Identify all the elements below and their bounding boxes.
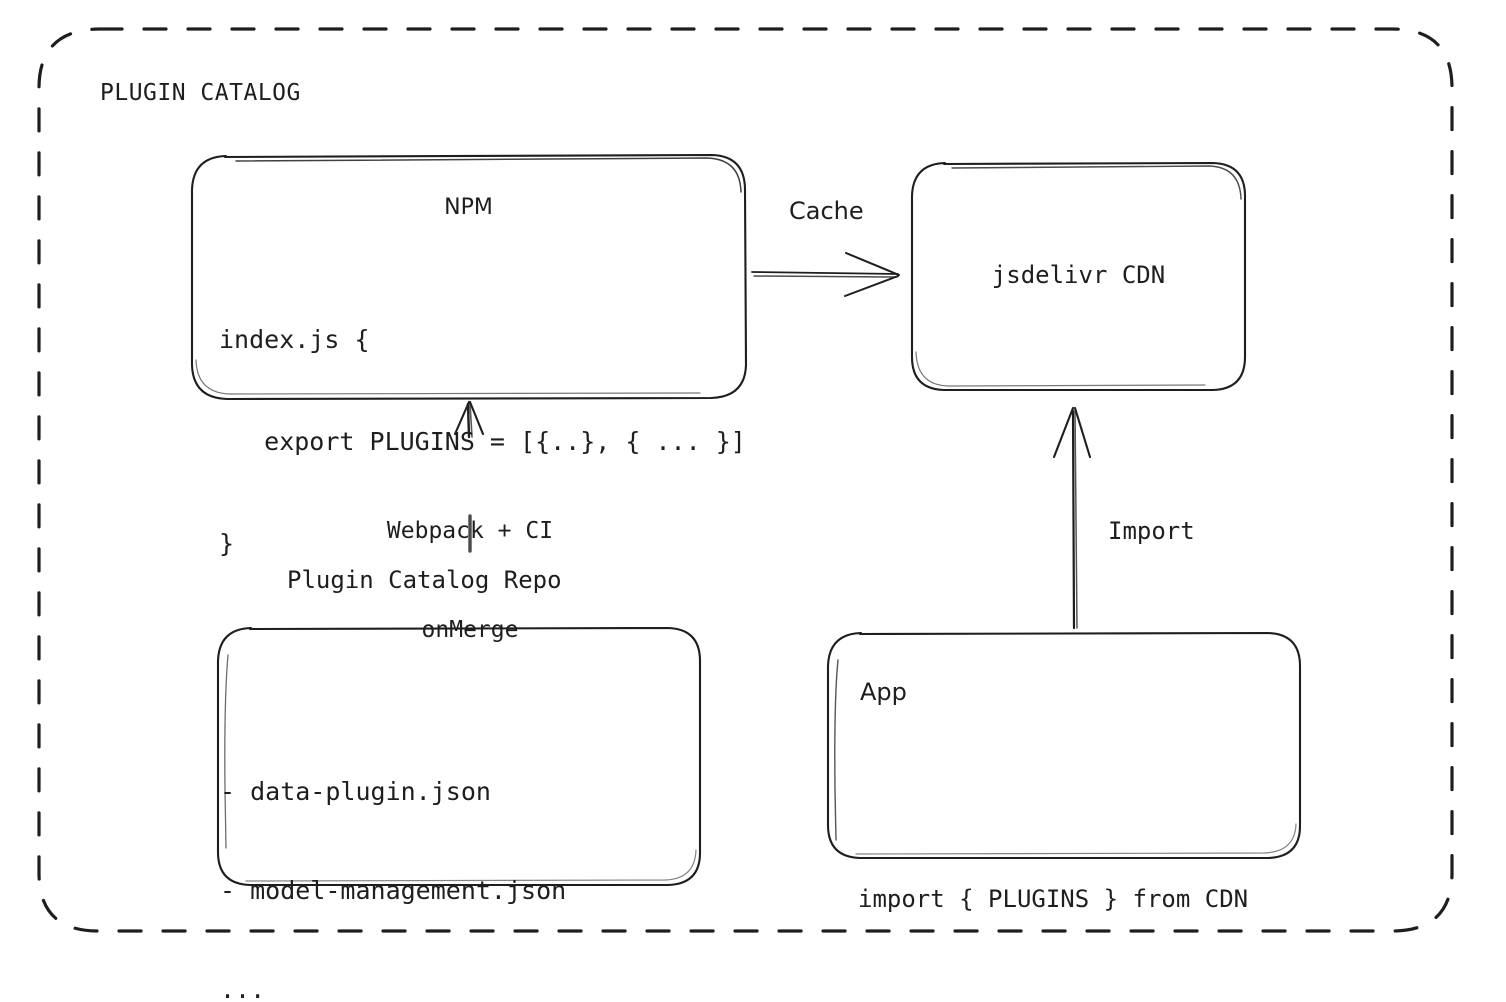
container-title: PLUGIN CATALOG [100,80,301,106]
cache-arrow [751,252,900,297]
build-edge-label-line1: Webpack + CI [386,518,554,544]
repo-file-item: - model-management.json [220,876,567,905]
repo-node-caption: Plugin Catalog Repo [287,566,562,594]
npm-code-line: index.js { [219,325,370,354]
npm-code-block: index.js { export PLUGINS = [{..}, { ...… [219,255,746,629]
build-edge-label-line2: onMerge [421,617,519,643]
cdn-node-title: jsdelivr CDN [991,261,1166,289]
build-edge-label: Webpack + CI onMerge [373,449,567,713]
import-arrow [1052,406,1092,630]
repo-file-item: ... [220,975,266,1002]
app-node-title: App [860,678,907,706]
repo-file-item: - data-plugin.json [220,777,491,806]
import-edge-label: Import [1108,517,1195,545]
app-code-block: import { PLUGINS } from CDN PLUGINS.forE… [858,737,1248,1002]
app-code-line: import { PLUGINS } from CDN [858,885,1249,913]
npm-code-line: export PLUGINS = [{..}, { ... }] [219,427,746,456]
npm-node-title: NPM [444,195,493,220]
npm-code-line: } [219,529,235,558]
repo-file-list: - data-plugin.json - model-management.js… [220,709,566,1002]
cache-edge-label: Cache [789,197,864,225]
